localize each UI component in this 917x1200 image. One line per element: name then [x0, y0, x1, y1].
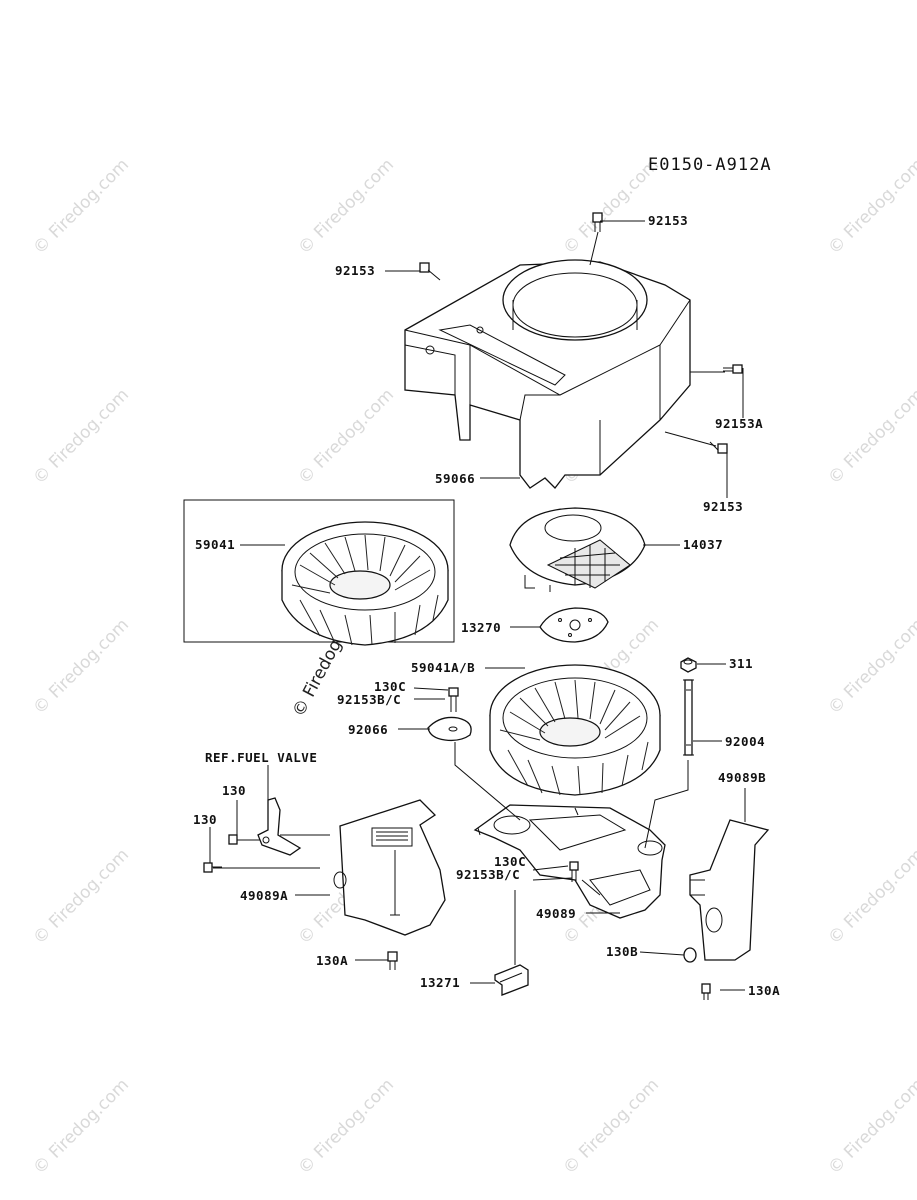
leader-lines [209, 220, 746, 991]
label-311: 311 [729, 656, 753, 671]
watermark: © Firedog.com [824, 615, 917, 719]
label-92066: 92066 [348, 722, 388, 737]
flywheel-59041ab-drawing [489, 664, 661, 796]
label-59041ab: 59041A/B [411, 660, 475, 675]
screen-14037-drawing [509, 507, 646, 592]
label-130-a: 130 [222, 783, 246, 798]
watermark: © Firedog.com [824, 155, 917, 259]
label-130-b: 130 [193, 812, 217, 827]
watermark: © Firedog.com [29, 385, 133, 489]
label-130c-bottom: 130C [494, 854, 526, 869]
watermark: © Firedog.com [29, 845, 133, 949]
label-49089: 49089 [536, 906, 576, 921]
watermark: © Firedog.com [824, 845, 917, 949]
nut-stud-drawing [680, 657, 697, 756]
label-92004: 92004 [725, 734, 765, 749]
label-92153-top: 92153 [648, 213, 688, 228]
label-ref-fuel-valve: REF.FUEL VALVE [205, 750, 317, 765]
watermark: © Firedog.com [29, 155, 133, 259]
watermark: © Firedog.com [559, 1075, 663, 1179]
diagram-code: E0150-A912A [648, 155, 772, 175]
label-92153a: 92153A [715, 416, 763, 431]
label-49089b: 49089B [718, 770, 766, 785]
label-49089a: 49089A [240, 888, 288, 903]
watermark: © Firedog.com [824, 1075, 917, 1179]
watermark: © Firedog.com [29, 1075, 133, 1179]
part-labels: 92153 92153 92153A 92153 59066 59041 140… [193, 213, 780, 998]
bracket-13271-drawing [494, 964, 529, 996]
bolts-drawing [387, 212, 743, 1000]
label-92153-left: 92153 [335, 263, 375, 278]
cover-49089b-drawing [689, 819, 770, 961]
label-13271: 13271 [420, 975, 460, 990]
watermark: © Firedog.com [294, 155, 398, 259]
label-14037: 14037 [683, 537, 723, 552]
plate-13270-drawing [539, 607, 609, 643]
watermark: © Firedog.com [29, 615, 133, 719]
label-13270: 13270 [461, 620, 501, 635]
flywheel-59041-drawing [281, 521, 449, 646]
washer-92066-drawing [427, 687, 472, 742]
label-92153bc-bottom: 92153B/C [456, 867, 520, 882]
label-130c-top: 130C [374, 679, 406, 694]
label-59066: 59066 [435, 471, 475, 486]
blower-housing-drawing [404, 259, 691, 489]
label-59041: 59041 [195, 537, 235, 552]
watermark: © Firedog.com [824, 385, 917, 489]
label-92153bc-top: 92153B/C [337, 692, 401, 707]
label-130a-left: 130A [316, 953, 348, 968]
label-130a-right: 130A [748, 983, 780, 998]
label-130b: 130B [606, 944, 638, 959]
flywheel-59041-box [183, 499, 455, 643]
watermark: © Firedog.com [294, 1075, 398, 1179]
fuel-valve-bracket-drawing [203, 797, 302, 873]
cover-49089a-drawing [333, 799, 446, 936]
watermark: © Firedog.com [294, 385, 398, 489]
label-92153-right: 92153 [703, 499, 743, 514]
